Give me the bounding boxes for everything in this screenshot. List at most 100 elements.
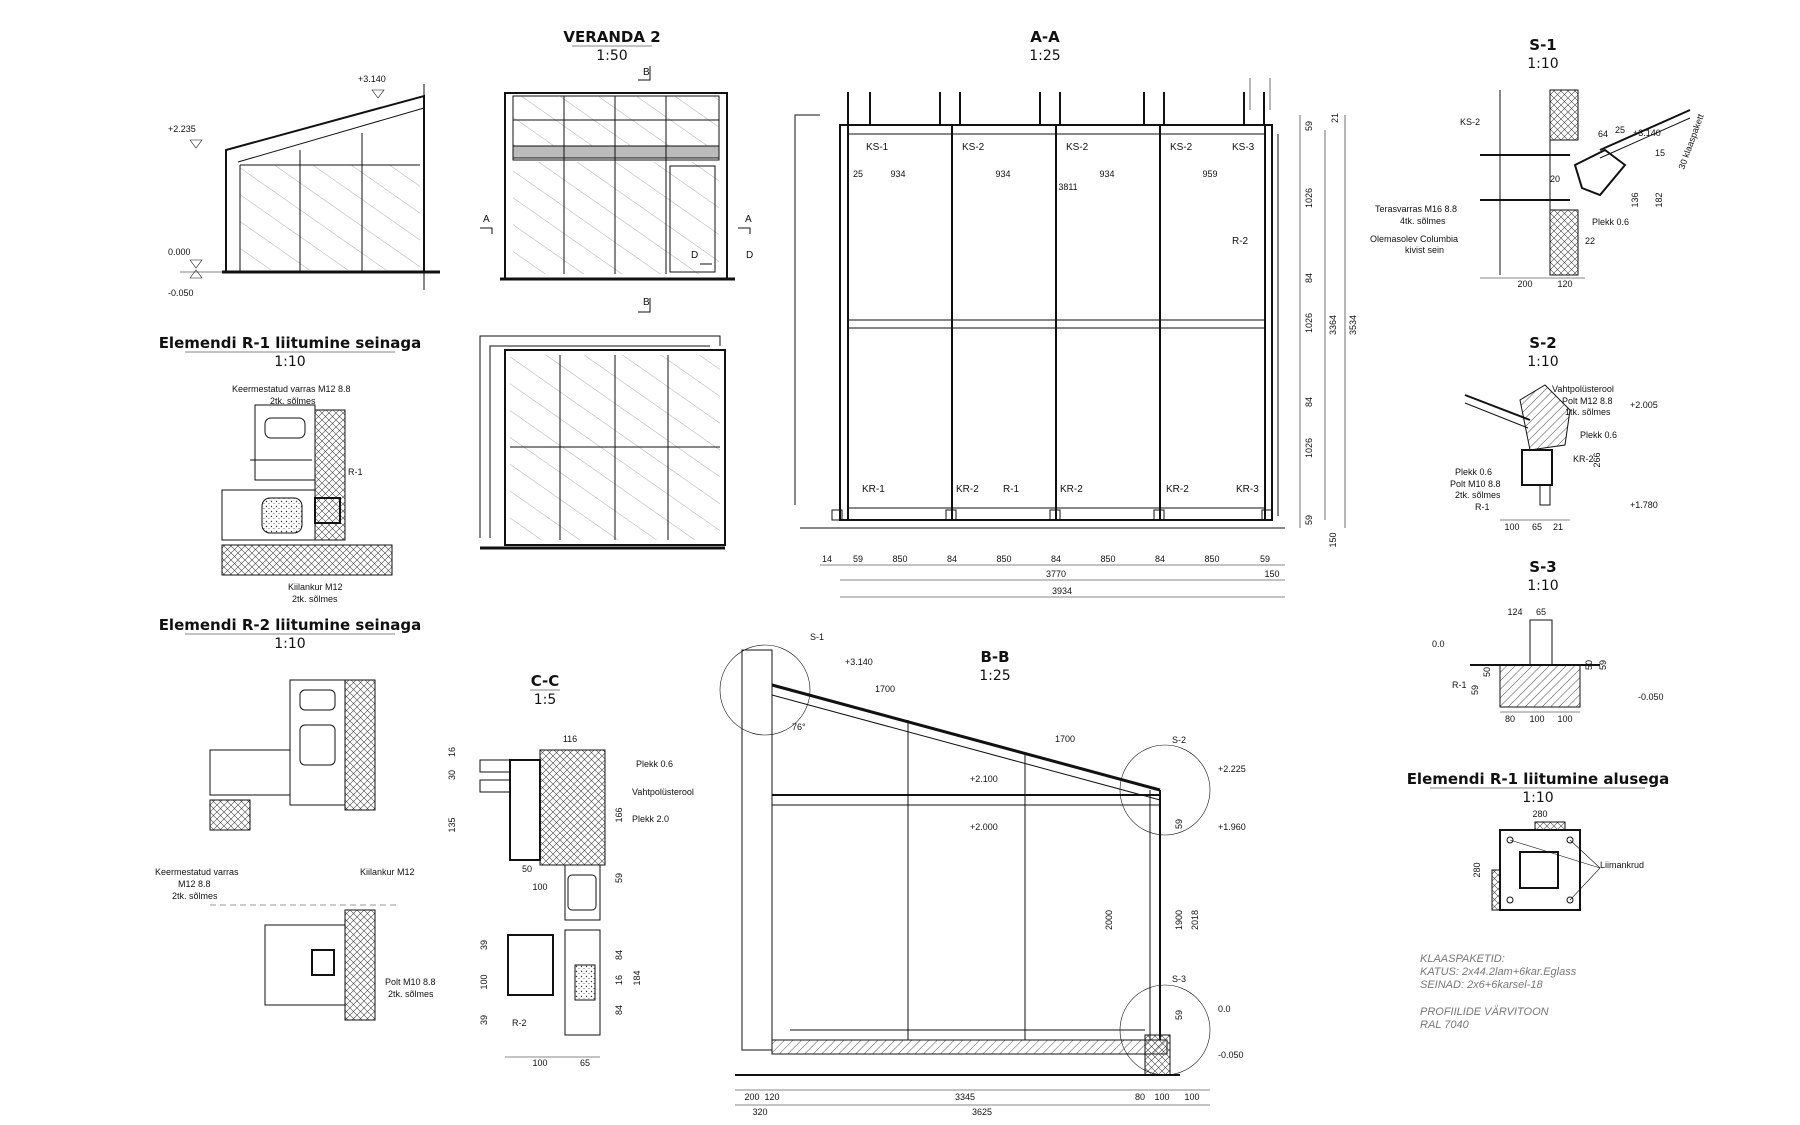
r2-wall-bolt: Polt M10 8.8 — [385, 977, 436, 987]
r2-wall-scale: 1:10 — [274, 636, 305, 652]
bb-level-2000: +2.000 — [970, 822, 998, 832]
bb-d10: 100 — [1154, 1092, 1169, 1102]
cc-d1: 116 — [563, 734, 577, 744]
cc-d5: 166 — [614, 807, 624, 822]
veranda-title: VERANDA 2 — [563, 28, 660, 46]
marker-a-right: A — [745, 214, 752, 225]
r1-wall-title: Elemendi R-1 liitumine seinaga — [159, 334, 422, 352]
note-walls: SEINAD: 2x6+6karsel-18 — [1420, 979, 1543, 991]
aa-kr-2c: KR-2 — [1166, 484, 1189, 495]
cc-d10: 100 — [479, 974, 489, 989]
aa-ks-1: KS-1 — [866, 142, 889, 153]
cc-detail — [479, 749, 606, 1036]
aa-bottom-dim-lines — [820, 564, 1285, 598]
s3-scale: 1:10 — [1527, 578, 1558, 594]
level-minus: -0.050 — [168, 288, 194, 298]
s2-d4: 21 — [1553, 522, 1563, 532]
r1-base-d2: 280 — [1472, 862, 1482, 877]
bb-s-2: S-2 — [1172, 735, 1186, 745]
aa-section — [794, 78, 1285, 529]
bb-title: B-B — [980, 648, 1009, 666]
s1-ks-2: KS-2 — [1460, 117, 1480, 127]
aa-kr-3: KR-3 — [1236, 484, 1259, 495]
s1-level: +3.140 — [1633, 128, 1661, 138]
s3-d9: 100 — [1557, 714, 1572, 724]
s1-glazing: 30 klaaspakett — [1676, 112, 1705, 170]
s3-d3: 50 — [1482, 667, 1492, 677]
s1-d9: 120 — [1557, 279, 1572, 289]
r2-wall-anchor: Kiilankur M12 — [360, 867, 415, 877]
s2-d3: 65 — [1532, 522, 1542, 532]
s3-d2: 65 — [1536, 607, 1546, 617]
s3-level-minus: -0.050 — [1638, 692, 1664, 702]
bb-d11: 100 — [1184, 1092, 1199, 1102]
aa-r-1: R-1 — [1003, 484, 1020, 495]
aa-kr-1: KR-1 — [862, 484, 885, 495]
section-arrows — [480, 66, 751, 313]
s1-wall-2: kivist sein — [1405, 245, 1444, 255]
cc-d15: 184 — [632, 970, 642, 985]
aa-bd-11: 3770 — [1046, 569, 1066, 579]
r1-wall-anchor-count: 2tk. sõlmes — [292, 594, 338, 604]
aa-bd-5: 850 — [996, 554, 1011, 564]
marker-a-left: A — [483, 214, 490, 225]
s1-d7: 22 — [1585, 236, 1595, 246]
s1-rod: Terasvarras M16 8.8 — [1375, 204, 1457, 214]
s1-detail — [1480, 89, 1691, 276]
bb-level-top: +3.140 — [845, 657, 873, 667]
marker-b-bottom: B — [643, 297, 650, 308]
aa-bd-7: 850 — [1100, 554, 1115, 564]
aa-bd-4: 84 — [947, 554, 957, 564]
s2-kr-2: KR-2 — [1573, 454, 1594, 464]
aa-top-dim-total: 3811 — [1058, 182, 1077, 192]
aa-bd-6: 84 — [1051, 554, 1061, 564]
s2-bolt-2: Polt M10 8.8 — [1450, 479, 1501, 489]
level-eave: +2.235 — [168, 124, 196, 134]
r2-wall-detail — [209, 679, 400, 1021]
notes-block: KLAASPAKETID: KATUS: 2x44.2lam+6kar.Egla… — [1420, 953, 1577, 1031]
aa-ks-2b: KS-2 — [1066, 142, 1089, 153]
bb-level-minus: -0.050 — [1218, 1050, 1244, 1060]
aa-ks-2a: KS-2 — [962, 142, 985, 153]
cc-d17: 65 — [580, 1058, 590, 1068]
bb-s-1: S-1 — [810, 632, 824, 642]
bb-d9: 80 — [1135, 1092, 1145, 1102]
cc-r-2: R-2 — [512, 1018, 527, 1028]
aa-rd-1: 59 — [1304, 121, 1314, 131]
s3-level-0: 0.0 — [1432, 639, 1445, 649]
r1-base-scale: 1:10 — [1522, 790, 1553, 806]
cc-d3: 30 — [447, 770, 457, 780]
aa-right-dim-lines — [1299, 115, 1346, 528]
r2-wall-title: Elemendi R-2 liitumine seinaga — [159, 616, 422, 634]
note-profile-color: PROFIILIDE VÄRVITOON — [1420, 1006, 1549, 1018]
aa-bd-9: 850 — [1204, 554, 1219, 564]
r1-base-anchor: Liimankrud — [1600, 860, 1644, 870]
bb-rafter-2: 1700 — [1055, 734, 1075, 744]
bb-d1: 59 — [1174, 819, 1184, 829]
bb-rafter-1: 1700 — [875, 684, 895, 694]
s1-d3: 20 — [1550, 174, 1560, 184]
s1-rod-count: 4tk. sõlmes — [1400, 216, 1446, 226]
s3-detail — [1470, 619, 1600, 708]
bb-level-2100: +2.100 — [970, 774, 998, 784]
s2-r-1: R-1 — [1475, 502, 1490, 512]
aa-bd-10: 59 — [1260, 554, 1270, 564]
cc-d16: 100 — [532, 1058, 547, 1068]
s2-title: S-2 — [1529, 334, 1556, 352]
cc-d8: 59 — [614, 873, 624, 883]
cc-d7: 100 — [532, 882, 547, 892]
s1-d6: 182 — [1654, 192, 1664, 207]
aa-kr-2a: KR-2 — [956, 484, 979, 495]
s3-r-1: R-1 — [1452, 680, 1467, 690]
aa-rd-11: 150 — [1328, 532, 1338, 547]
aa-bd-1: 14 — [822, 554, 832, 564]
aa-scale: 1:25 — [1029, 48, 1060, 64]
s2-d2: 100 — [1504, 522, 1519, 532]
r2-wall-bolt-count: 2tk. sõlmes — [388, 989, 434, 999]
cc-d12: 84 — [614, 950, 624, 960]
r1-base-detail — [1491, 821, 1601, 911]
aa-title: A-A — [1030, 28, 1060, 46]
cc-foam: Vahtpolüsterool — [632, 787, 694, 797]
r1-wall-rod-count: 2tk. sõlmes — [270, 396, 316, 406]
aa-kr-2b: KR-2 — [1060, 484, 1083, 495]
